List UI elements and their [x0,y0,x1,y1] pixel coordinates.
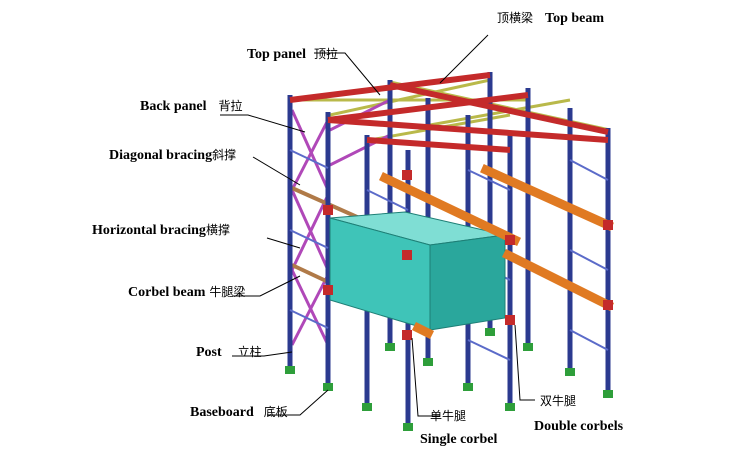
top-beams [289,72,609,153]
corbel-beam-en: Corbel beam [128,285,206,300]
horizontal-bracing-en: Horizontal bracing [92,223,206,238]
single-corbel-cn-label: 单牛腿 [430,408,466,424]
diagonal-bracing-cn: 斜撑 [212,148,237,162]
back-panel-en: Back panel [140,99,207,114]
double-corbels-cn-label: 双牛腿 [540,393,576,409]
double-corbels-cn: 双牛腿 [540,394,577,408]
double-corbels-en: Double corbels [534,419,624,434]
single-corbel-cn: 单牛腿 [430,409,467,423]
single-corbel-en-label: Single corbel [420,431,497,447]
top-panel-cn: 顶拉 [314,47,339,61]
corbel-beam-cn: 牛腿梁 [209,285,246,299]
corbel-beams [379,164,615,340]
diagonal-bracing-label: Diagonal bracing斜撑 [109,147,236,163]
horizontal-bracing-label: Horizontal bracing横撑 [92,222,230,238]
post-en: Post [196,345,222,360]
top-beam-cn: 顶横梁 [497,11,534,25]
back-panel-cn: 背拉 [218,99,243,113]
diagonal-bracing-en: Diagonal bracing [109,148,213,163]
top-panel-en: Top panel [247,47,307,62]
corbel-beam-label: Corbel beam 牛腿梁 [128,284,245,300]
back-panel-label: Back panel 背拉 [140,98,243,114]
post-label: Post 立柱 [196,344,262,360]
single-corbel-en: Single corbel [420,432,498,447]
corbels [323,170,613,340]
baseboards [285,328,613,431]
top-beam-en: Top beam [545,11,605,26]
top-panel-label: Top panel 顶拉 [247,46,338,62]
top-beam-label: 顶横梁 Top beam [497,10,604,26]
post-cn: 立柱 [237,345,262,359]
leader-lines [220,34,535,417]
horizontal-bracing-cn: 横撑 [205,223,230,237]
pallet-load [329,211,506,331]
baseboard-en: Baseboard [190,405,254,420]
baseboard-cn: 底板 [263,405,288,419]
double-corbels-en-label: Double corbels [534,418,623,434]
baseboard-label: Baseboard 底板 [190,404,288,420]
